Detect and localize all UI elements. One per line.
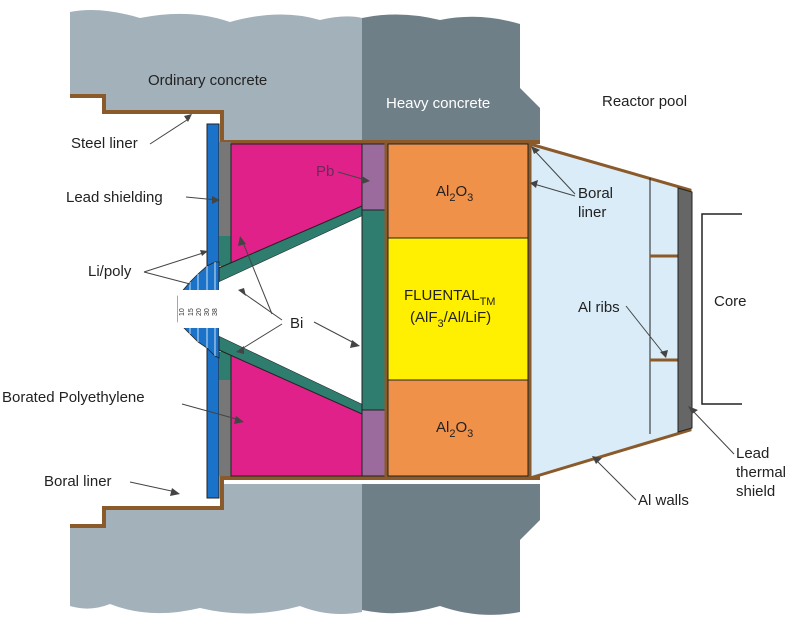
lead-block-top [361,143,389,211]
label-core: Core [714,293,747,310]
steel-liner-top [70,94,540,144]
ordinary-concrete-top [70,10,362,140]
aperture-scale-20: 20 [196,308,203,316]
lead-block-bottom [361,409,389,477]
aperture-scale-38: 38 [212,308,219,316]
aperture-collimator [177,261,220,359]
aperture-scale-10: 10 [179,308,186,316]
label-al2o3-top: Al2O3 [436,183,473,204]
heavy-concrete-top [362,14,540,143]
aperture-scale: 10 15 20 30 38 [179,308,219,316]
label-fluental: FLUENTALTM [404,287,495,308]
label-lead-thermal-shield-2: thermal [736,464,786,481]
label-al2o3-bottom: Al2O3 [436,419,473,440]
label-li-poly: Li/poly [88,263,132,280]
boral-liner-bottom [70,476,540,528]
label-lead-shielding: Lead shielding [66,189,163,206]
lead-shielding-strip [219,142,231,236]
label-reactor-pool: Reactor pool [602,93,687,110]
aperture-scale-30: 30 [204,308,211,316]
al2o3-block-top [387,143,529,239]
heavy-concrete-bottom [362,484,540,615]
label-ordinary-concrete: Ordinary concrete [148,72,267,89]
beam-cone-cavity [219,216,362,404]
bismuth-block [361,209,389,411]
ordinary-concrete-bottom [70,484,362,614]
label-bi: Bi [290,315,303,332]
bismuth-strip-bottom [219,352,231,380]
label-pb: Pb [316,163,334,180]
label-fluental-composition: (AlF3/Al/LiF) [410,309,491,330]
fluental-block [387,237,529,381]
label-boral-liner-left: Boral liner [44,473,112,490]
core-outline [701,213,742,405]
lead-thermal-shield [677,187,693,433]
label-lead-thermal-shield-1: Lead [736,445,769,462]
aperture-scale-15: 15 [188,308,195,316]
label-boral-liner-right-2: liner [578,204,606,221]
label-boral-liner-right-1: Boral [578,185,613,202]
label-heavy-concrete: Heavy concrete [386,95,490,112]
bismuth-strip-top [219,236,231,266]
label-steel-liner: Steel liner [71,135,138,152]
al2o3-block-bottom [387,379,529,477]
label-lead-thermal-shield-3: shield [736,483,775,500]
label-al-walls: Al walls [638,492,689,509]
lead-shielding-strip-lower [219,380,231,476]
label-al-ribs: Al ribs [578,299,620,316]
label-borated-polyethylene: Borated Polyethylene [2,389,145,406]
